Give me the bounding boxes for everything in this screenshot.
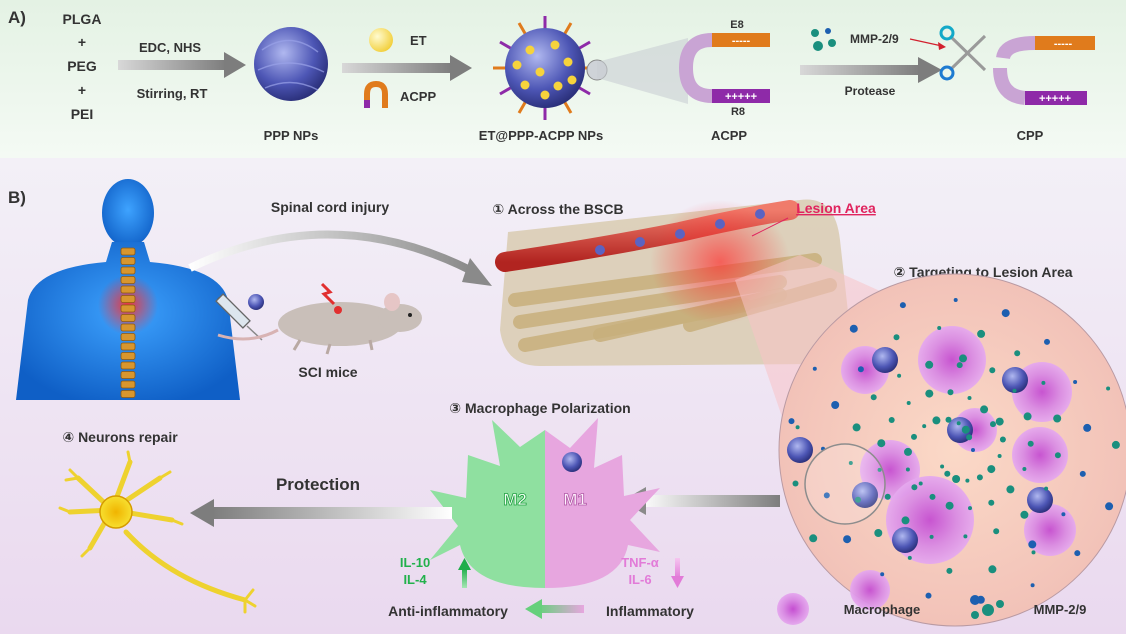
m1-label: M1 (563, 490, 587, 509)
human-silhouette (16, 179, 240, 400)
lesion-area-label: Lesion Area (796, 200, 876, 216)
neuron-icon (58, 450, 257, 614)
legend-mmp-label: MMP-2/9 (1034, 602, 1087, 617)
reagent-peg: PEG (67, 58, 97, 74)
panel-a-letter: A) (8, 8, 26, 27)
step1-arrow (118, 52, 246, 78)
et-ppp-acpp-label: ET@PPP-ACPP NPs (479, 128, 603, 143)
polarizing-macrophage (430, 418, 660, 588)
zoom-lines (586, 38, 688, 104)
tnf-label: TNF-α (621, 555, 659, 570)
protease-label: Protease (845, 84, 896, 98)
injury-curve-arrow (188, 230, 492, 286)
across-bscb-label: ① Across the BSCB (492, 201, 623, 217)
protection-label: Protection (276, 475, 360, 494)
anti-inflammatory-arrow (525, 599, 584, 619)
acpp-minus: ----- (732, 35, 751, 47)
step1-top-label: EDC, NHS (139, 40, 201, 55)
panel-b-letter: B) (8, 188, 26, 207)
protease-arrow (800, 57, 942, 83)
et-ppp-acpp-nanoparticle (493, 16, 597, 120)
sci-mice-label: SCI mice (298, 364, 357, 380)
reagent-plga: PLGA (63, 11, 102, 27)
reagent-list: PLGA + PEG + PEI (63, 11, 102, 122)
legend-macrophage-icon (777, 593, 809, 625)
cpp-label: CPP (1017, 128, 1044, 143)
mmp-icon-a (811, 28, 836, 51)
lesion-pointer (751, 217, 789, 237)
cpp-minus: ----- (1054, 38, 1073, 50)
m2-label: M2 (503, 490, 527, 509)
cpp-shape (993, 36, 1095, 105)
sci-injury-label: Spinal cord injury (271, 199, 389, 215)
acpp-legend-label: ACPP (400, 89, 436, 104)
step2-arrow (342, 55, 472, 81)
e8-label: E8 (730, 19, 743, 31)
inflammatory-label: Inflammatory (606, 603, 694, 619)
acpp-plus: +++++ (725, 91, 757, 103)
anti-inflammatory-label: Anti-inflammatory (388, 603, 508, 619)
legend-macrophage-label: Macrophage (844, 602, 921, 617)
step1-bottom-label: Stirring, RT (137, 86, 208, 101)
reagent-plus-2: + (78, 82, 86, 98)
il10-label: IL-10 (400, 555, 430, 570)
et-legend-label: ET (410, 33, 427, 48)
syringe-icon (215, 293, 264, 341)
reagent-pei: PEI (71, 106, 94, 122)
downregulation-arrow (671, 558, 684, 588)
ppp-nanoparticle (254, 27, 328, 101)
il6-label: IL-6 (628, 572, 651, 587)
mouse-icon (217, 282, 422, 355)
acpp-u-shape (678, 33, 770, 103)
et-drug-icon (369, 28, 393, 52)
protection-arrow (190, 499, 452, 527)
il4-label: IL-4 (403, 572, 427, 587)
reagent-plus-1: + (78, 34, 86, 50)
lesion-zoom-circle (778, 273, 1126, 627)
scissors-icon (939, 25, 987, 81)
acpp-label: ACPP (711, 128, 747, 143)
cpp-plus: +++++ (1039, 93, 1071, 105)
legend-mmp-icon (970, 595, 1004, 619)
mmp-label-a: MMP-2/9 (850, 32, 899, 46)
macrophage-polarization-label: ③ Macrophage Polarization (449, 400, 630, 416)
mmp-pointer (909, 38, 946, 50)
ppp-label: PPP NPs (264, 128, 319, 143)
r8-label: R8 (731, 106, 745, 118)
upregulation-arrow (458, 558, 471, 588)
neurons-repair-label: ④ Neurons repair (62, 429, 178, 445)
acpp-legend-icon (364, 80, 388, 108)
